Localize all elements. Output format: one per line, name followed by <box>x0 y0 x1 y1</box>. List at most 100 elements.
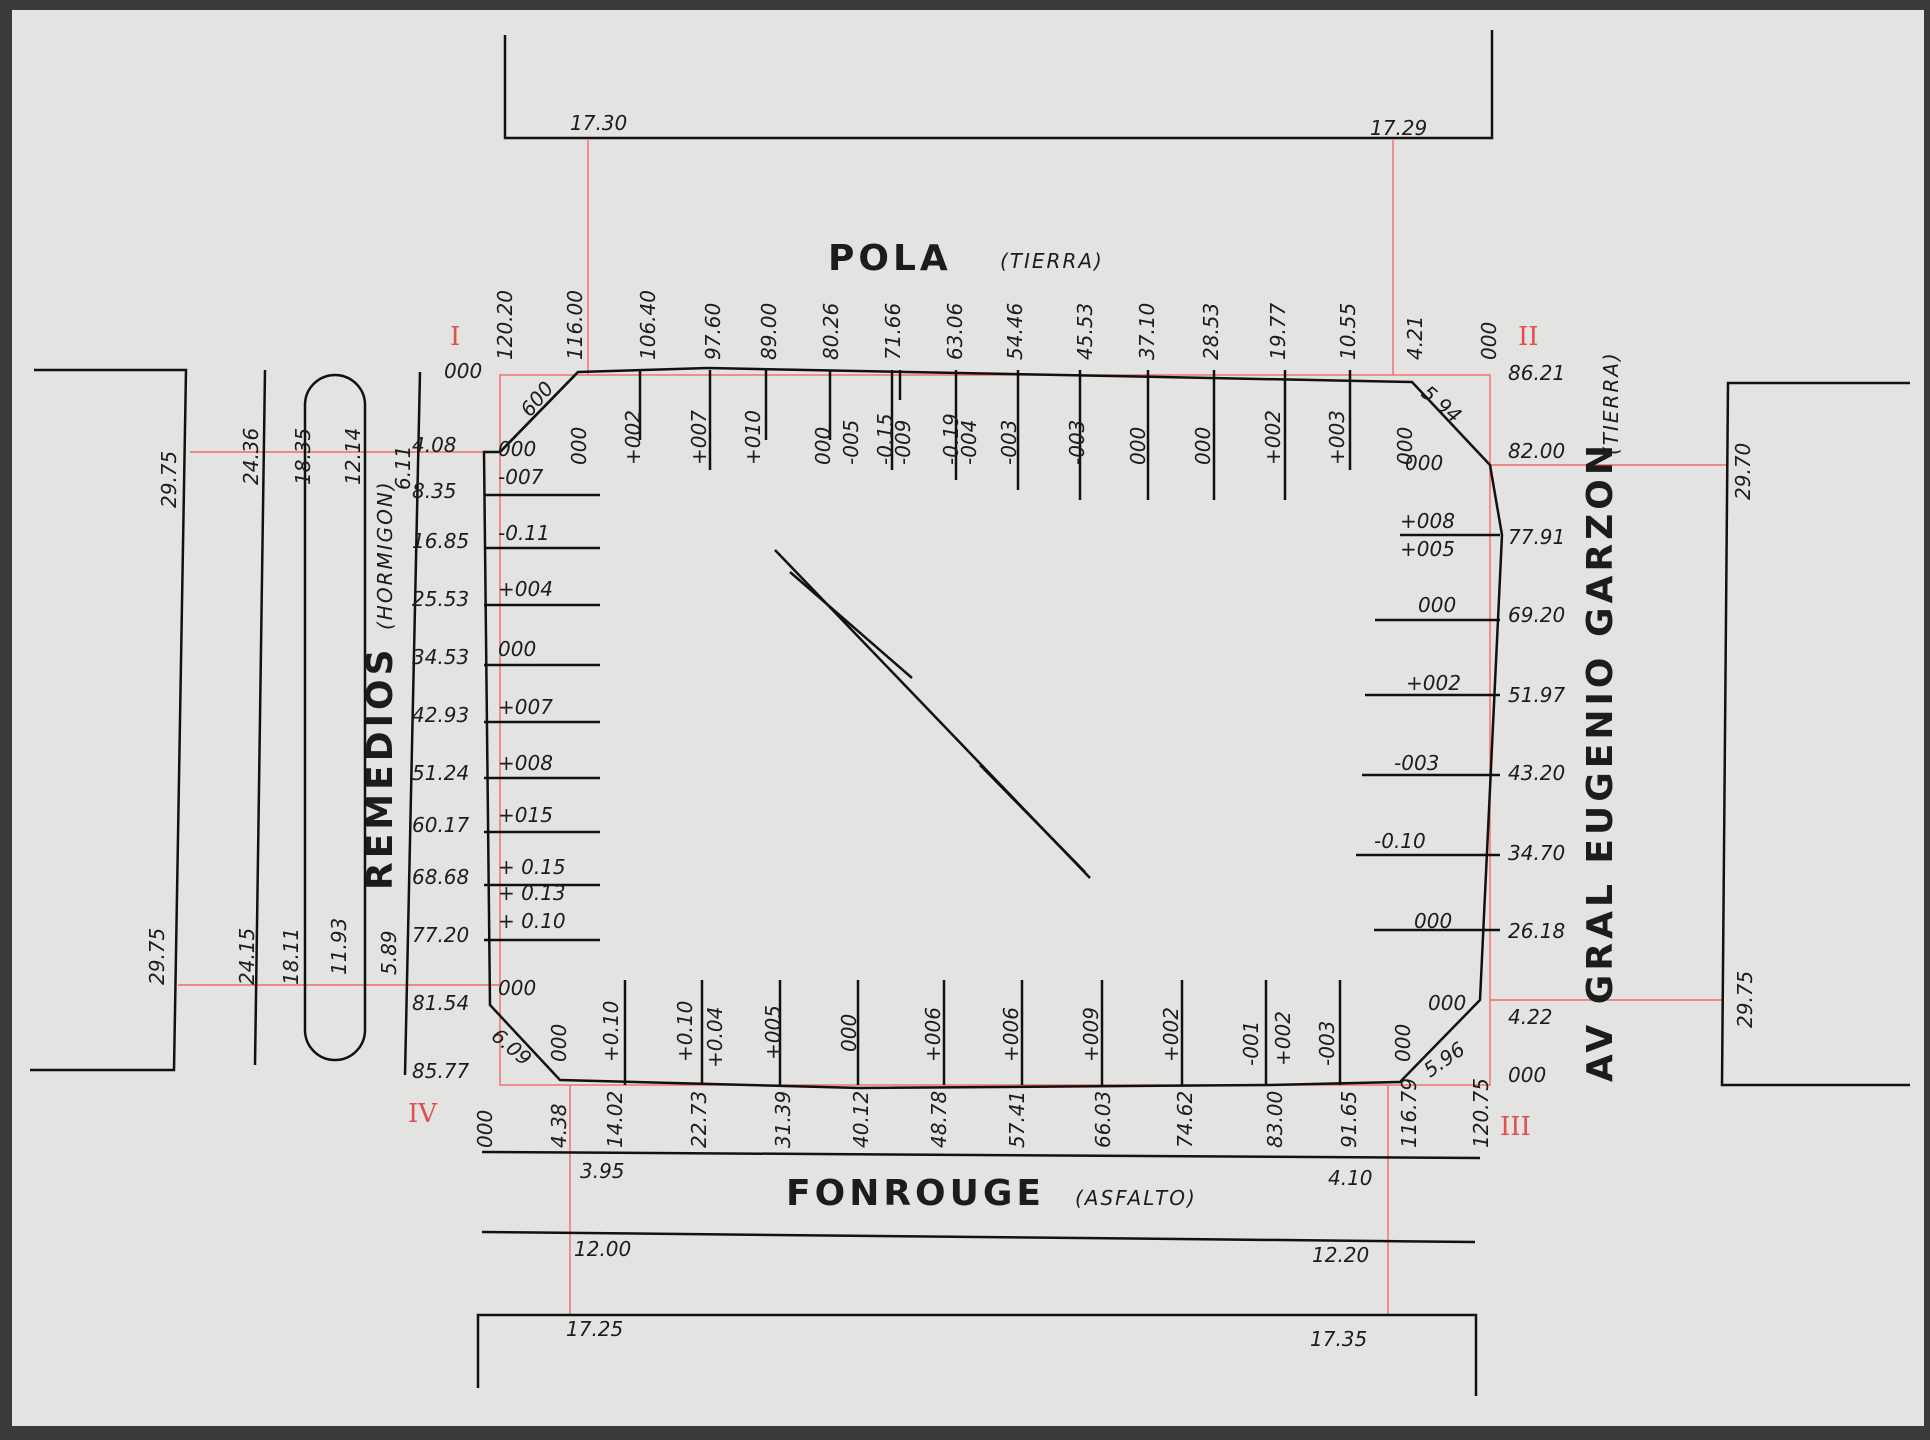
south-level-label: 000 <box>1391 1024 1415 1062</box>
west-width-bottom-1: 18.11 <box>279 928 303 985</box>
west-level-label: +008 <box>498 751 553 775</box>
north-level-label: -0.19 <box>939 413 963 465</box>
west-chainage-label: 51.24 <box>412 761 469 785</box>
south-width-a: 3.95 <box>580 1159 625 1183</box>
east-level-label: +008 <box>1400 509 1455 533</box>
north-chainage-label: 37.10 <box>1135 303 1159 360</box>
east-chainage-label: 86.21 <box>1508 361 1565 385</box>
east-level-label: 000 <box>1428 991 1466 1015</box>
north-chainage-label: 28.53 <box>1199 303 1223 360</box>
east-chainage-label: 34.70 <box>1508 841 1565 865</box>
east-chainage-label: 82.00 <box>1508 439 1565 463</box>
west-chainage-label: 8.35 <box>412 479 457 503</box>
chamfer-I <box>499 371 579 453</box>
west-width-bottom-0: 24.15 <box>235 928 259 985</box>
south-level-label: -001 <box>1239 1021 1263 1066</box>
south-chainage-label: 116.79 <box>1397 1078 1421 1148</box>
west-chainage-label: 60.17 <box>412 813 470 837</box>
west-chainage-label: 4.08 <box>412 433 457 457</box>
south-level-label: 000 <box>837 1014 861 1052</box>
width-bottom-left: 17.25 <box>566 1317 623 1341</box>
north-chainage-label: 63.06 <box>943 303 967 360</box>
corner-label-I: I <box>450 322 460 352</box>
west-chainage-label: 81.54 <box>412 991 469 1015</box>
north-level-label: +002 <box>1261 410 1285 465</box>
south-chainage-label: 66.03 <box>1091 1091 1115 1148</box>
width-right-bottom: 29.75 <box>1733 971 1757 1028</box>
corner-label-III: III <box>1500 1112 1531 1142</box>
south-chainage-label: 48.78 <box>927 1091 951 1148</box>
north-chainage-label: 19.77 <box>1266 302 1290 360</box>
north-level-label: 000 <box>811 427 835 465</box>
south-level-label: +009 <box>1079 1007 1103 1062</box>
west-level-label: + 0.13 <box>498 881 566 905</box>
reference-grid <box>178 140 1728 1315</box>
south-chainage-label: 000 <box>473 1110 497 1148</box>
north-chainage-label: 120.20 <box>493 290 517 360</box>
east-block-edge <box>1720 381 1910 1087</box>
west-street-name: REMEDIOS <box>360 645 401 890</box>
west-lane-line <box>253 369 267 1066</box>
west-level-label: + 0.10 <box>498 909 566 933</box>
west-width-bottom-3: 5.89 <box>377 930 401 975</box>
south-chainage-label: 40.12 <box>849 1091 873 1148</box>
south-chainage-label: 83.00 <box>1263 1091 1287 1148</box>
north-level-label: 000 <box>567 427 591 465</box>
corner-label-II: II <box>1518 322 1539 352</box>
west-chainage-labels: 4.088.3516.8525.5334.5342.9351.2460.1768… <box>412 433 470 1083</box>
width-left-top: 29.75 <box>157 451 181 508</box>
south-level-label: -003 <box>1315 1021 1339 1066</box>
east-level-label: 000 <box>1414 909 1452 933</box>
west-chainage-label: 25.53 <box>412 587 469 611</box>
north-level-label: +007 <box>687 410 711 465</box>
east-level-label: -0.10 <box>1374 829 1426 853</box>
west-chainage-label: 77.20 <box>412 923 469 947</box>
west-width-top-1: 18.35 <box>291 428 315 485</box>
east-level-label: +002 <box>1406 671 1461 695</box>
east-level-label: -003 <box>1394 751 1439 775</box>
east-chainage-label: 77.91 <box>1508 525 1565 549</box>
width-top-right: 17.29 <box>1370 116 1427 140</box>
south-width-c: 12.00 <box>574 1237 631 1261</box>
south-street-surface: (ASFALTO) <box>1075 1186 1197 1210</box>
south-level-ticks <box>623 980 1342 1085</box>
south-chainage-label: 57.41 <box>1005 1091 1029 1148</box>
west-chainage-label: 16.85 <box>412 529 469 553</box>
north-arrow-icon <box>774 549 1091 879</box>
south-block-edge <box>476 1313 1478 1396</box>
west-chainage-label: 34.53 <box>412 645 469 669</box>
south-level-label: +006 <box>921 1007 945 1062</box>
south-chainage-label: 31.39 <box>771 1091 795 1148</box>
east-level-ticks <box>1356 533 1500 932</box>
north-chainage-label: 000 <box>1477 322 1501 360</box>
south-level-label: +002 <box>1159 1007 1183 1062</box>
south-chainage-label: 74.62 <box>1173 1091 1197 1148</box>
west-width-bottom-2: 11.93 <box>327 918 351 975</box>
north-level-label: -004 <box>957 420 981 465</box>
north-level-label: +010 <box>741 410 765 465</box>
paper <box>12 10 1924 1426</box>
south-width-b: 4.10 <box>1328 1166 1373 1190</box>
south-level-label: +0.10 <box>599 1001 623 1062</box>
north-level-label: -0.15 <box>873 413 897 465</box>
north-chainage-label: 116.00 <box>563 290 587 360</box>
north-chainage-label: 80.26 <box>819 303 843 360</box>
west-level-label: + 0.15 <box>498 855 566 879</box>
block-perimeter <box>482 366 1504 1090</box>
south-lane-line <box>481 1230 1476 1244</box>
south-level-label: +006 <box>999 1007 1023 1062</box>
south-chainage-label: 120.75 <box>1469 1078 1493 1148</box>
west-street-surface: (HORMIGON) <box>373 480 397 630</box>
west-level-label: 000 <box>498 976 536 1000</box>
west-block-edge <box>30 368 188 1072</box>
width-top-left: 17.30 <box>570 111 627 135</box>
south-level-label: +0.10 <box>673 1001 697 1062</box>
west-curb-line <box>403 371 422 1076</box>
